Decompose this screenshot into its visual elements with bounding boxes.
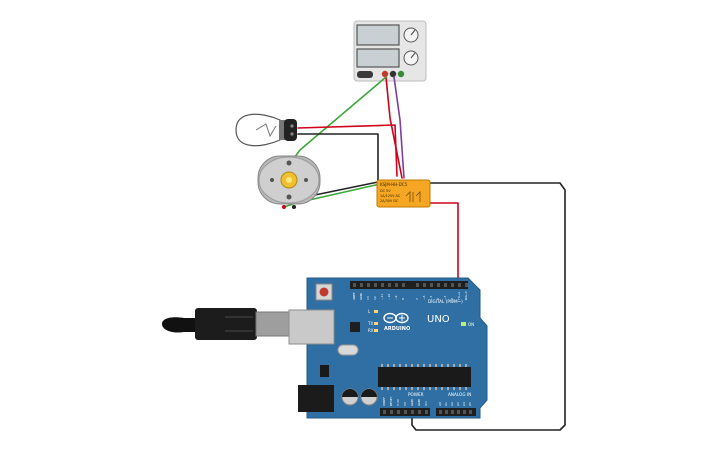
power-supply-icon[interactable]: [353, 20, 427, 82]
atmega-chip: [378, 367, 471, 387]
led-rx-label: RX: [368, 328, 374, 333]
dc-jack: [298, 385, 334, 412]
pin-label: GND: [410, 398, 414, 406]
arduino-logo-icon: [383, 312, 409, 324]
voltage-display: [356, 24, 400, 46]
pin-label: GND: [417, 398, 421, 406]
arduino-uno-board[interactable]: DIGITAL (PWM~) L TX RX ARDUINO UNO ON: [288, 277, 488, 419]
digital-header[interactable]: [350, 281, 468, 289]
pin-label: 12: [373, 296, 377, 300]
wire-black-relay-gnd[interactable]: [411, 182, 566, 431]
pin-label: A0: [438, 402, 442, 406]
pin-label: ~9: [394, 295, 398, 300]
pin-label: 13: [366, 296, 370, 300]
digital-label: DIGITAL (PWM~): [428, 299, 463, 304]
power-label: POWER: [408, 392, 424, 397]
power-switch[interactable]: [357, 71, 373, 78]
pin-label: IOREF: [382, 397, 386, 406]
ground-terminal[interactable]: [397, 70, 405, 78]
pin-label: GND: [359, 292, 363, 300]
pin-label: 3.3V: [396, 398, 400, 406]
pin-label: A3: [456, 402, 460, 406]
pin-label: ~5: [429, 295, 433, 300]
capacitors: [341, 388, 378, 406]
pin-label: ~11: [380, 294, 384, 300]
positive-terminal[interactable]: [381, 70, 389, 78]
pin-label: A4: [462, 402, 466, 406]
pin-label: 7: [415, 298, 419, 300]
dc-motor-icon[interactable]: [257, 155, 321, 209]
led-l-label: L: [368, 309, 371, 314]
pin-label: 5V: [403, 401, 407, 406]
pin-label: 2: [450, 298, 454, 300]
light-bulb-icon[interactable]: [235, 113, 297, 147]
relay-rating-1: DC 5V: [380, 189, 391, 193]
relay-icon[interactable]: KSJM-HH-DC5 DC 5V 1A/125V AC 2A/30V DC: [376, 179, 431, 208]
analog-header[interactable]: [436, 408, 476, 416]
led-tx-label: TX: [367, 321, 373, 326]
pin-label: 4: [436, 298, 440, 300]
pin-label: A5: [468, 402, 472, 406]
wire-red-relay-arduino[interactable]: [429, 202, 459, 286]
pin-label: 8: [401, 298, 405, 300]
wire-purple-psu-relay[interactable]: [393, 76, 405, 179]
pin-label: A1: [444, 402, 448, 406]
usb-port: [288, 309, 335, 345]
on-label: ON: [468, 322, 474, 327]
analog-label: ANALOG IN: [448, 392, 471, 397]
relay-rating-3: 2A/30V DC: [380, 199, 399, 203]
negative-terminal[interactable]: [389, 70, 397, 78]
pin-label: ~10: [387, 294, 391, 300]
usb-cable-icon[interactable]: [162, 308, 291, 340]
crystal: [337, 344, 359, 356]
pin-label: Vin: [424, 401, 428, 406]
arduino-model: UNO: [427, 314, 450, 325]
pin-label: ~6: [422, 295, 426, 300]
wire-red-psu-relay[interactable]: [385, 76, 403, 179]
pin-label: TX→1: [457, 292, 461, 301]
voltage-regulator: [320, 365, 329, 377]
usb-chip: [350, 322, 360, 332]
pin-label: A2: [450, 402, 454, 406]
wire-black-lamp-motor[interactable]: [297, 133, 379, 197]
wire-green-psu-motor[interactable]: [287, 76, 387, 167]
relay-model: KSJM-HH-DC5: [380, 182, 408, 187]
pin-label: RX←0: [464, 291, 468, 300]
pin-label: ~3: [443, 295, 447, 300]
relay-rating-2: 1A/125V AC: [380, 194, 401, 198]
pin-label: RESET: [389, 396, 393, 406]
current-display: [356, 48, 400, 68]
arduino-brand: ARDUINO: [384, 326, 410, 332]
wire-red-lamp[interactable]: [297, 124, 398, 177]
pin-label: AREF: [352, 292, 356, 300]
